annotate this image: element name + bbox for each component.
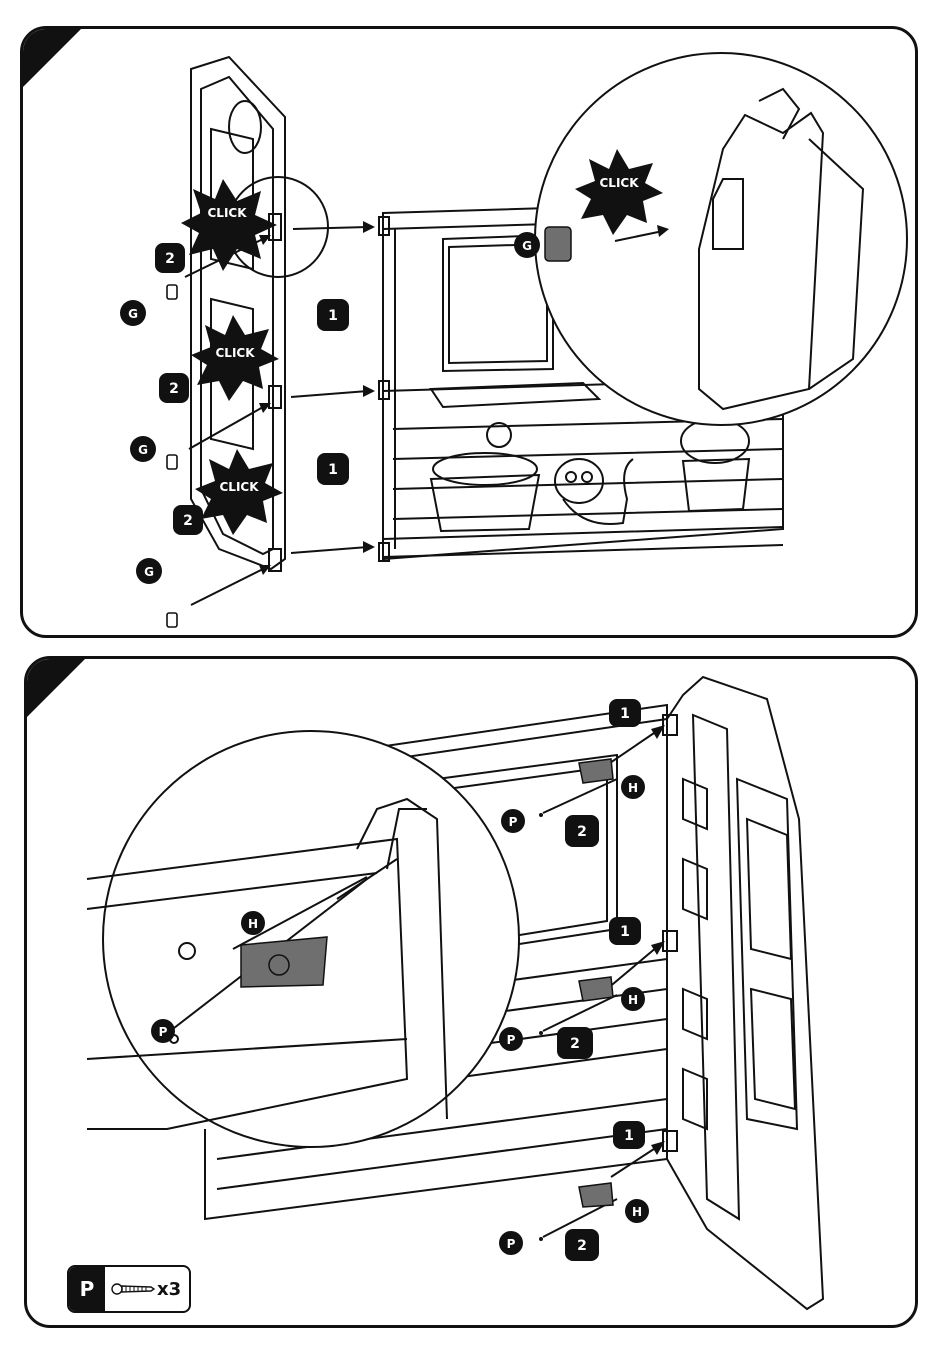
step-number-2: 2 xyxy=(577,1238,587,1254)
parts-legend: P x3 xyxy=(67,1265,191,1313)
part-p-quantity: x3 xyxy=(157,1279,181,1300)
part-p-badge: P xyxy=(507,1033,516,1047)
part-p-badge: P xyxy=(507,1237,516,1251)
step-panel-1: CLICK CLICK CLICK CLICK G G G G 2 2 2 1 xyxy=(20,26,918,638)
step-panel-2: H H H H P P P P 1 1 1 2 xyxy=(24,656,918,1328)
part-h-badge: H xyxy=(628,993,638,1007)
part-h-badge: H xyxy=(248,917,258,931)
step-number-2: 2 xyxy=(577,824,587,840)
part-g-badge: G xyxy=(128,307,138,321)
step-number-1: 1 xyxy=(620,924,630,940)
part-g-badge: G xyxy=(144,565,154,579)
part-p-badge: P xyxy=(159,1025,168,1039)
step-number-2: 2 xyxy=(570,1036,580,1052)
step-number-2: 2 xyxy=(183,513,193,529)
click-label: CLICK xyxy=(215,346,255,360)
step-number-1: 1 xyxy=(620,706,630,722)
step-number-1: 1 xyxy=(328,308,338,324)
screw-icon xyxy=(111,1281,155,1297)
click-label: CLICK xyxy=(599,176,639,190)
click-label: CLICK xyxy=(207,206,247,220)
part-g-badge: G xyxy=(138,443,148,457)
part-h-badge: H xyxy=(628,781,638,795)
step-number-1: 1 xyxy=(624,1128,634,1144)
door-assembly-illustration: CLICK CLICK CLICK CLICK G G G G 2 2 2 1 xyxy=(23,29,918,638)
step-number-2: 2 xyxy=(165,251,175,267)
hinge-screw-illustration: H H H H P P P P 1 1 1 2 xyxy=(27,659,918,1328)
step-number-2: 2 xyxy=(169,381,179,397)
part-p-badge: P xyxy=(509,815,518,829)
part-h-badge: H xyxy=(632,1205,642,1219)
step-number-1: 1 xyxy=(328,462,338,478)
click-label: CLICK xyxy=(219,480,259,494)
part-g-badge: G xyxy=(522,239,532,253)
part-p-key: P xyxy=(69,1267,105,1311)
